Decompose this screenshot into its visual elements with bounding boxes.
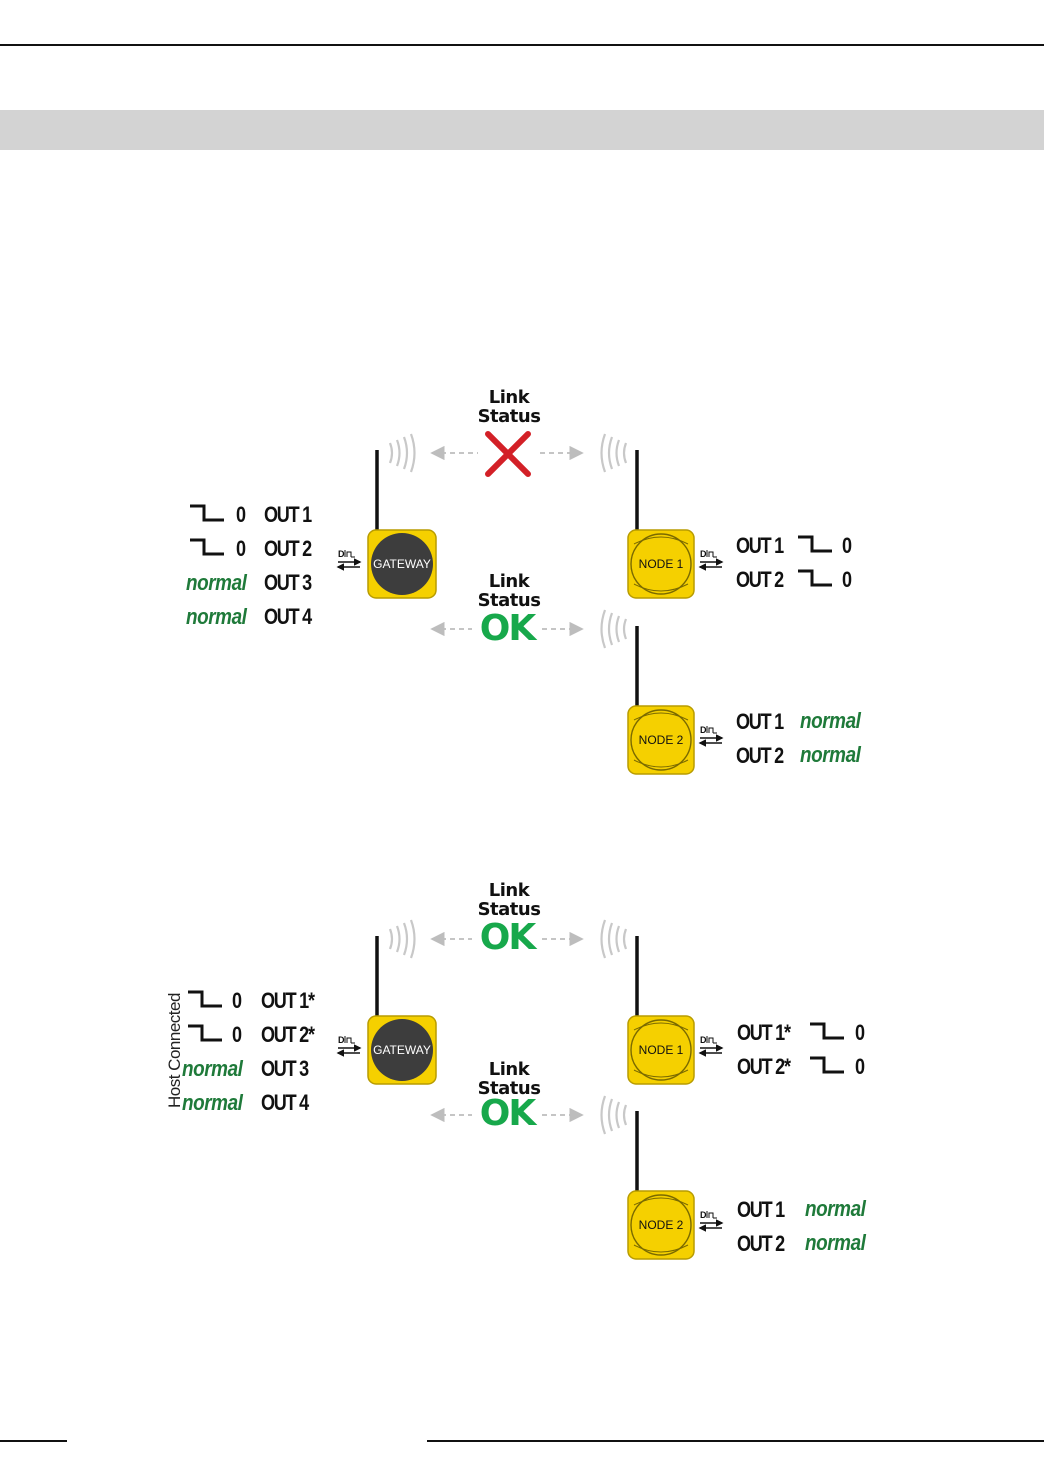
node2-label-svg: NODE 2 (628, 706, 694, 774)
node1-label: NODE 1 (639, 557, 684, 571)
node2-out1-state: normal (800, 708, 861, 734)
node2-out2-label: OUT 2 (736, 743, 783, 769)
b-gw-out2-label: OUT 2* (261, 1022, 314, 1048)
gw-out1-pulse-icon (190, 506, 224, 520)
node2-waves-icon (602, 610, 627, 648)
b-gateway-waves-icon (390, 920, 415, 958)
b-gw-out3-state: normal (182, 1056, 243, 1082)
b-gw-out2-pulse-icon (188, 1026, 222, 1040)
b-node2-out1-state: normal (805, 1196, 866, 1222)
b-node2-waves-icon (602, 1096, 627, 1134)
node2-out1-label: OUT 1 (736, 709, 783, 735)
gateway-label-svg: GATEWAY (368, 530, 436, 598)
b-link-ok-top: OK (462, 917, 552, 958)
b-node1-out2-state: 0 (855, 1054, 865, 1080)
gw-out4-state: normal (186, 604, 247, 630)
b-gateway-dio-icon (338, 1035, 360, 1053)
b-gw-out2-state: 0 (232, 1022, 242, 1048)
gw-out4-label: OUT 4 (264, 604, 311, 630)
gw-out2-state: 0 (236, 536, 246, 562)
b-node1-label-svg: NODE 1 (628, 1016, 694, 1084)
node2-out2-state: normal (800, 742, 861, 768)
b-gw-out3-label: OUT 3 (261, 1056, 308, 1082)
gateway-waves-icon (390, 434, 415, 472)
b-node2-out1-label: OUT 1 (737, 1197, 784, 1223)
node1-out1-pulse-icon (798, 537, 832, 551)
node1-out2-label: OUT 2 (736, 567, 783, 593)
b-node2-out2-state: normal (805, 1230, 866, 1256)
b-node2-dio-icon (700, 1210, 722, 1228)
b-gw-out4-state: normal (182, 1090, 243, 1116)
node1-out2-state: 0 (842, 567, 852, 593)
b-link-status-label-top: Link Status (464, 881, 554, 919)
node1-label-svg: NODE 1 (628, 530, 694, 598)
gw-out1-label: OUT 1 (264, 502, 311, 528)
node2-dio-icon (700, 725, 722, 743)
b-node1-out1-state: 0 (855, 1020, 865, 1046)
b-node2-out2-label: OUT 2 (737, 1231, 784, 1257)
gateway-dio-icon (338, 549, 360, 567)
gw-out1-state: 0 (236, 502, 246, 528)
b-node1-label: NODE 1 (639, 1043, 684, 1057)
b-link-ok-node2: OK (462, 1093, 552, 1134)
b-gw-out4-label: OUT 4 (261, 1090, 308, 1116)
node1-out2-pulse-icon (798, 571, 832, 585)
b-node2-label-svg: NODE 2 (628, 1191, 694, 1259)
gateway-label: GATEWAY (373, 557, 431, 571)
b-node1-out1-pulse-icon (810, 1024, 844, 1038)
b-gateway-label: GATEWAY (373, 1043, 431, 1057)
b-gateway-label-svg: GATEWAY (368, 1016, 436, 1084)
node1-waves-icon (602, 434, 627, 472)
b-node2-label: NODE 2 (639, 1218, 684, 1232)
b-node1-out1-label: OUT 1* (737, 1020, 790, 1046)
node1-out1-state: 0 (842, 533, 852, 559)
node2-label: NODE 2 (639, 733, 684, 747)
b-node1-out2-pulse-icon (810, 1058, 844, 1072)
link-fail-x-icon (488, 434, 528, 474)
link-status-label-node2: Link Status (464, 572, 554, 610)
b-gw-out1-pulse-icon (188, 992, 222, 1006)
link-status-label-top: Link Status (464, 388, 554, 426)
b-node1-waves-icon (602, 920, 627, 958)
gw-out3-state: normal (186, 570, 247, 596)
link-ok-badge: OK (462, 608, 552, 649)
b-node1-dio-icon (700, 1035, 722, 1053)
b-gw-out1-state: 0 (232, 988, 242, 1014)
b-gw-out1-label: OUT 1* (261, 988, 314, 1014)
node1-dio-icon (700, 549, 722, 567)
gw-out2-label: OUT 2 (264, 536, 311, 562)
gw-out2-pulse-icon (190, 540, 224, 554)
gw-out3-label: OUT 3 (264, 570, 311, 596)
b-node2-states-clip: normal normal (805, 1194, 871, 1256)
b-node1-out2-label: OUT 2* (737, 1054, 790, 1080)
node1-out1-label: OUT 1 (736, 533, 783, 559)
